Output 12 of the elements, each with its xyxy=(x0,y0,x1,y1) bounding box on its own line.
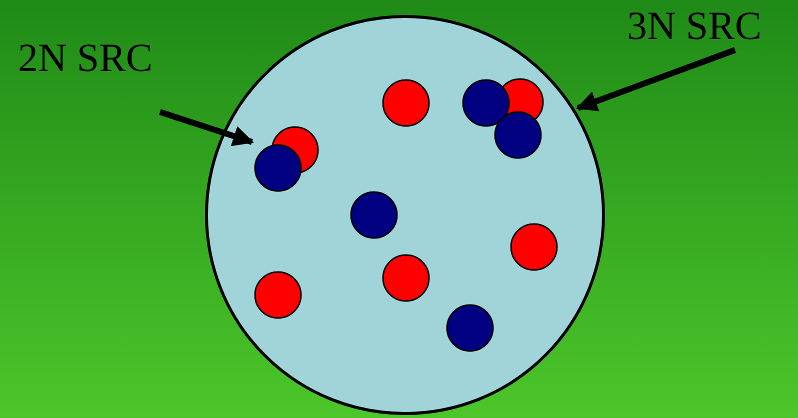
annotation-label: 3N SRC xyxy=(627,6,762,46)
proton-particle xyxy=(383,255,429,301)
proton-particle xyxy=(383,80,429,126)
annotation-label: 2N SRC xyxy=(18,38,152,78)
arrow xyxy=(576,47,736,112)
proton-particle xyxy=(511,224,557,270)
neutron-particle xyxy=(447,305,493,351)
neutron-particle xyxy=(351,192,397,238)
arrow xyxy=(159,109,254,146)
particle-cluster xyxy=(255,127,320,193)
particle-cluster xyxy=(463,79,545,161)
proton-particle xyxy=(255,272,301,318)
